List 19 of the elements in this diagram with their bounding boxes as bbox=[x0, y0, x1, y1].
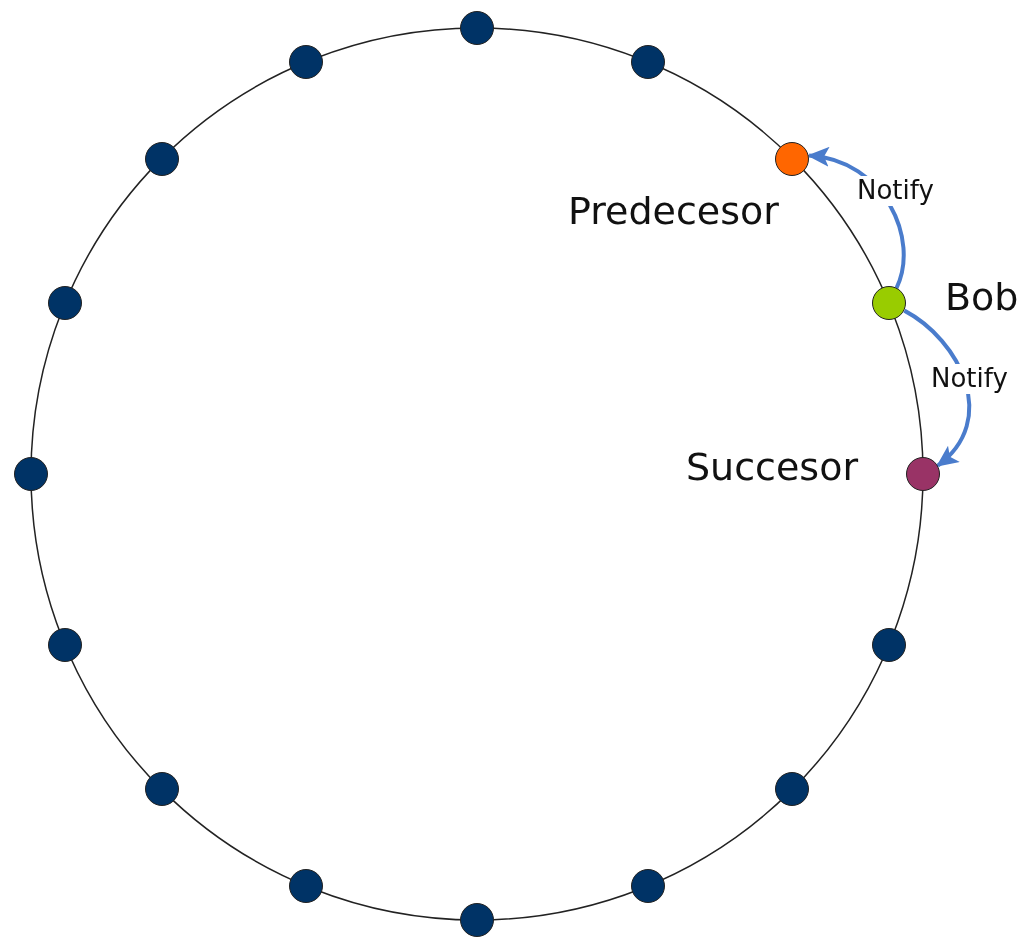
node-circle bbox=[775, 141, 810, 176]
node-label: Succesor bbox=[686, 447, 859, 489]
node-circle bbox=[460, 903, 494, 937]
node-circle bbox=[289, 869, 324, 904]
node-circle bbox=[775, 772, 810, 807]
node-circle bbox=[872, 627, 907, 662]
node-circle bbox=[872, 286, 907, 321]
node-circle bbox=[144, 141, 179, 176]
node-circle bbox=[14, 457, 48, 491]
node-label: Bob bbox=[945, 277, 1019, 319]
node-circle bbox=[906, 457, 940, 491]
node-circle bbox=[144, 772, 179, 807]
node-circle bbox=[630, 44, 665, 79]
node-circle bbox=[630, 869, 665, 904]
node-circle bbox=[460, 11, 494, 45]
node-label: Predecesor bbox=[568, 191, 779, 233]
node-circle bbox=[47, 286, 82, 321]
node-circle bbox=[289, 44, 324, 79]
node-circle bbox=[47, 627, 82, 662]
